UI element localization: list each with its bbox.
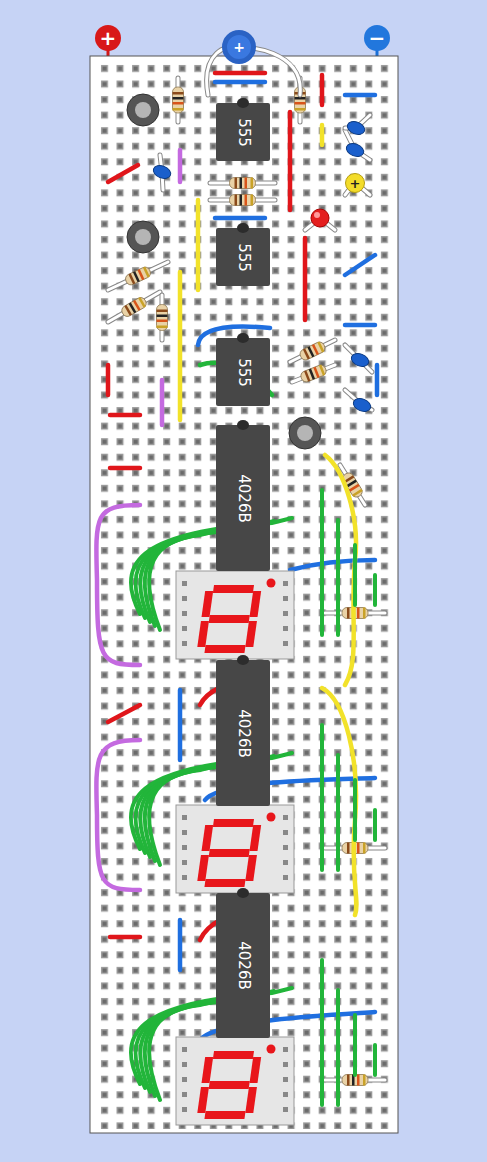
chip-notch — [237, 888, 249, 898]
ceramic-capacitor — [344, 141, 365, 158]
seven-segment-display — [176, 1037, 294, 1125]
seven-segment-display — [176, 571, 294, 659]
ic-chip: 555 — [216, 338, 270, 406]
led-highlight — [314, 212, 320, 218]
component-lead — [108, 262, 168, 290]
component-lead — [290, 340, 335, 362]
jumper-wire — [353, 1015, 357, 1075]
jumper-wire — [110, 935, 140, 940]
jumper-wire — [336, 520, 340, 635]
jumper-wire — [320, 960, 324, 1105]
electrolytic-capacitor: + — [222, 30, 256, 64]
chip-label: 555 — [235, 358, 250, 387]
component-lead — [108, 292, 160, 322]
chip-notch — [237, 333, 249, 343]
jumper-wire — [96, 740, 140, 890]
potentiometer-symbol — [127, 221, 159, 253]
polarity-mark: + — [350, 177, 361, 190]
jumper-wire — [320, 125, 325, 145]
jumper-wire — [108, 705, 140, 722]
chip-label: 555 — [235, 118, 250, 147]
component-lead — [108, 292, 160, 322]
component-lead — [345, 345, 372, 372]
chip-notch — [237, 98, 249, 108]
ic-chip: 555 — [216, 228, 270, 286]
jumper-wire — [303, 238, 308, 320]
jumper-wire — [215, 80, 265, 85]
ic-chip: 4026B — [216, 425, 270, 571]
jumper-wire — [373, 1045, 377, 1075]
resistor-symbol — [173, 87, 184, 113]
resistor-symbol — [299, 364, 327, 384]
jumper-wire — [345, 323, 375, 328]
jumper-wire — [110, 413, 140, 418]
polarity-mark: − — [369, 28, 386, 48]
hole-grid — [97, 61, 393, 1129]
jumper-wire — [96, 505, 140, 665]
jumper-wire — [106, 365, 111, 395]
jumper-wire — [178, 272, 183, 420]
jumper-wire — [336, 990, 340, 1105]
ceramic-capacitor — [351, 396, 372, 413]
jumper-wire — [373, 575, 377, 605]
chip-label: 4026B — [236, 941, 251, 989]
jumper-wire — [320, 75, 325, 105]
jumper-wire — [345, 93, 375, 98]
led-symbol — [311, 209, 329, 227]
component-lead — [345, 345, 372, 372]
jumper-wire — [215, 71, 265, 76]
chip-notch — [237, 420, 249, 430]
jumper-wire — [322, 688, 356, 915]
tantalum-capacitor: + — [345, 173, 365, 193]
jumper-wire — [288, 112, 293, 210]
jumper-wire — [375, 365, 380, 395]
resistor-symbol — [230, 178, 256, 189]
component-lead — [108, 262, 168, 290]
chip-label: 555 — [235, 243, 250, 272]
ceramic-capacitor — [349, 351, 370, 368]
chip-label: 4026B — [236, 709, 251, 757]
jumper-wire — [345, 255, 375, 275]
jumper-wire — [353, 780, 357, 840]
ceramic-capacitor — [345, 119, 366, 136]
resistor-symbol — [157, 305, 168, 331]
resistor-symbol — [124, 266, 152, 287]
power-terminal: + — [95, 25, 121, 51]
polarity-mark: + — [100, 28, 117, 48]
chip-notch — [237, 655, 249, 665]
jumper-wire — [178, 690, 183, 760]
jumper-wire — [325, 455, 356, 685]
jumper-wire — [353, 545, 357, 605]
breadboard — [90, 56, 398, 1133]
resistor-symbol — [230, 195, 256, 206]
jumper-wire — [178, 920, 183, 970]
jumper-wire — [373, 810, 377, 840]
jumper-wire — [196, 200, 201, 290]
jumper-wire — [110, 466, 140, 471]
potentiometer-symbol — [289, 417, 321, 449]
jumper-wire — [215, 216, 265, 221]
chip-label: 4026B — [236, 474, 251, 522]
jumper-wire — [160, 380, 165, 425]
jumper-wire — [290, 560, 375, 570]
component-lead — [290, 340, 335, 362]
resistor-symbol — [120, 296, 148, 319]
ic-chip: 555 — [216, 103, 270, 161]
jumper-wire — [336, 755, 340, 870]
ceramic-capacitor — [151, 163, 172, 180]
resistor-symbol — [298, 340, 326, 361]
jumper-wire — [178, 150, 183, 182]
jumper-wire — [108, 165, 138, 182]
ic-chip: 4026B — [216, 893, 270, 1038]
jumper-wire — [320, 490, 324, 635]
ic-chip: 4026B — [216, 660, 270, 806]
polarity-mark: + — [233, 40, 245, 54]
potentiometer-symbol — [127, 94, 159, 126]
jumper-wire — [320, 725, 324, 870]
ground-terminal: − — [364, 25, 390, 51]
components — [96, 47, 385, 1125]
seven-segment-display — [176, 805, 294, 893]
chip-notch — [237, 223, 249, 233]
